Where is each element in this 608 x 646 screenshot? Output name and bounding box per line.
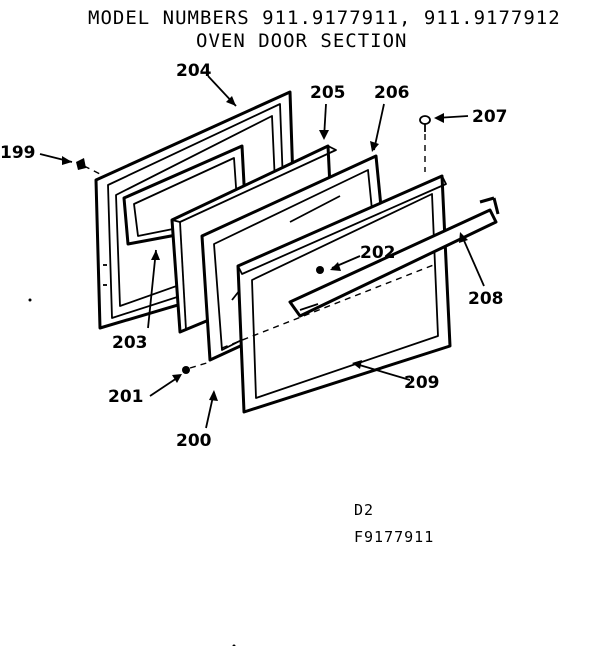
callout-199: 199	[0, 143, 36, 163]
callout-206: 206	[374, 83, 410, 103]
callout-208: 208	[468, 289, 504, 309]
callout-207: 207	[472, 107, 508, 127]
callout-202: 202	[360, 243, 396, 263]
reference-code-d2: D2	[354, 501, 374, 519]
title-model-numbers: MODEL NUMBERS 911.9177911, 911.9177912	[88, 7, 561, 29]
callout-201: 201	[108, 387, 144, 407]
title-section: OVEN DOOR SECTION	[196, 30, 407, 52]
hardware	[76, 115, 431, 374]
part-201-screw-icon	[182, 366, 190, 374]
scan-speck	[28, 298, 32, 302]
callout-209: 209	[404, 373, 440, 393]
leader-lines	[39, 75, 485, 429]
part-callouts: 199 204 205 206 207 202 208 203 209 201 …	[0, 61, 508, 451]
reference-code-figure: F9177911	[354, 528, 434, 546]
callout-203: 203	[112, 333, 148, 353]
callout-204: 204	[176, 61, 212, 81]
callout-200: 200	[176, 431, 212, 451]
callout-205: 205	[310, 83, 346, 103]
part-207-screw-icon	[419, 115, 431, 125]
part-199-clip-icon	[76, 158, 86, 170]
part-202-screw-icon	[316, 266, 324, 274]
part-208-handle	[288, 196, 500, 318]
